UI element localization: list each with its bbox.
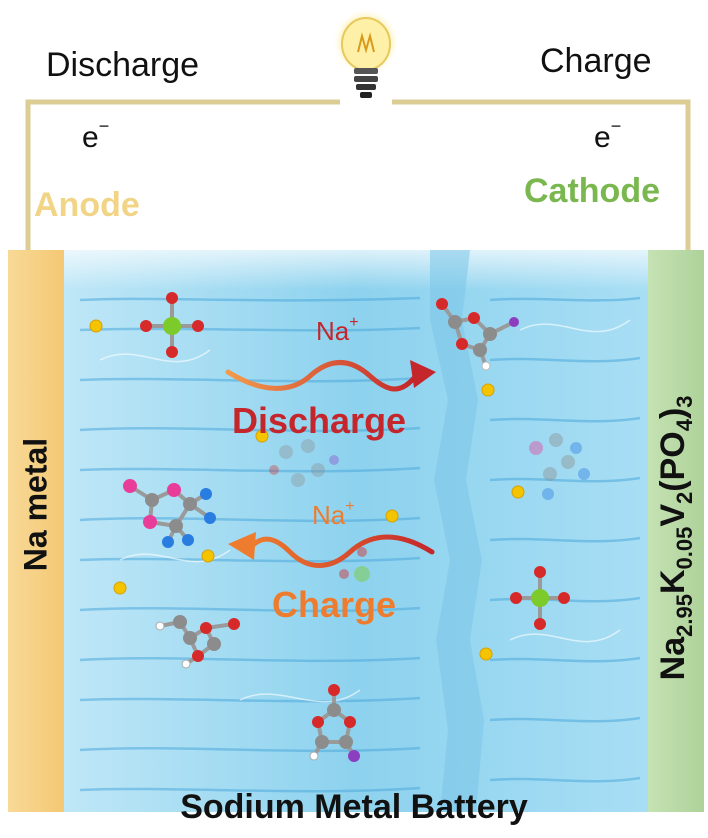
discharge-top-label: Discharge [46, 46, 199, 85]
cathode-label: Cathode [524, 172, 660, 211]
electron-charge: − [99, 116, 110, 136]
ion-symbol: Na [312, 500, 345, 530]
formula-element: (PO [654, 431, 692, 491]
formula-element: V [654, 504, 692, 527]
anode-label: Anode [34, 186, 140, 225]
ion-charge: + [349, 314, 358, 331]
anode-material-label: Na metal [18, 435, 55, 575]
formula-subscript: 2 [672, 492, 697, 504]
ion-label-discharge: Na+ [316, 316, 359, 347]
electron-charge: − [611, 116, 622, 136]
formula-subscript: 4 [672, 419, 697, 431]
formula-element: Na [654, 637, 692, 680]
electron-label-left: e− [82, 120, 109, 155]
figure-caption: Sodium Metal Battery [0, 788, 708, 827]
electron-label-right: e− [594, 120, 621, 155]
formula-element: K [654, 569, 692, 594]
charge-flow-label: Charge [272, 584, 396, 626]
electron-symbol: e [594, 121, 611, 154]
ion-label-charge: Na+ [312, 500, 355, 531]
formula-subscript: 2.95 [672, 594, 697, 637]
charge-top-label: Charge [540, 42, 652, 81]
electron-symbol: e [82, 121, 99, 154]
formula-subscript: 0.05 [672, 527, 697, 570]
ion-symbol: Na [316, 316, 349, 346]
formula-subscript: 3 [672, 395, 697, 407]
cathode-formula-label: Na2.95K0.05V2(PO4)3 [654, 328, 698, 748]
discharge-flow-label: Discharge [232, 400, 406, 442]
light-bulb-icon [332, 8, 400, 98]
formula-element: ) [654, 408, 692, 419]
ion-charge: + [345, 498, 354, 515]
